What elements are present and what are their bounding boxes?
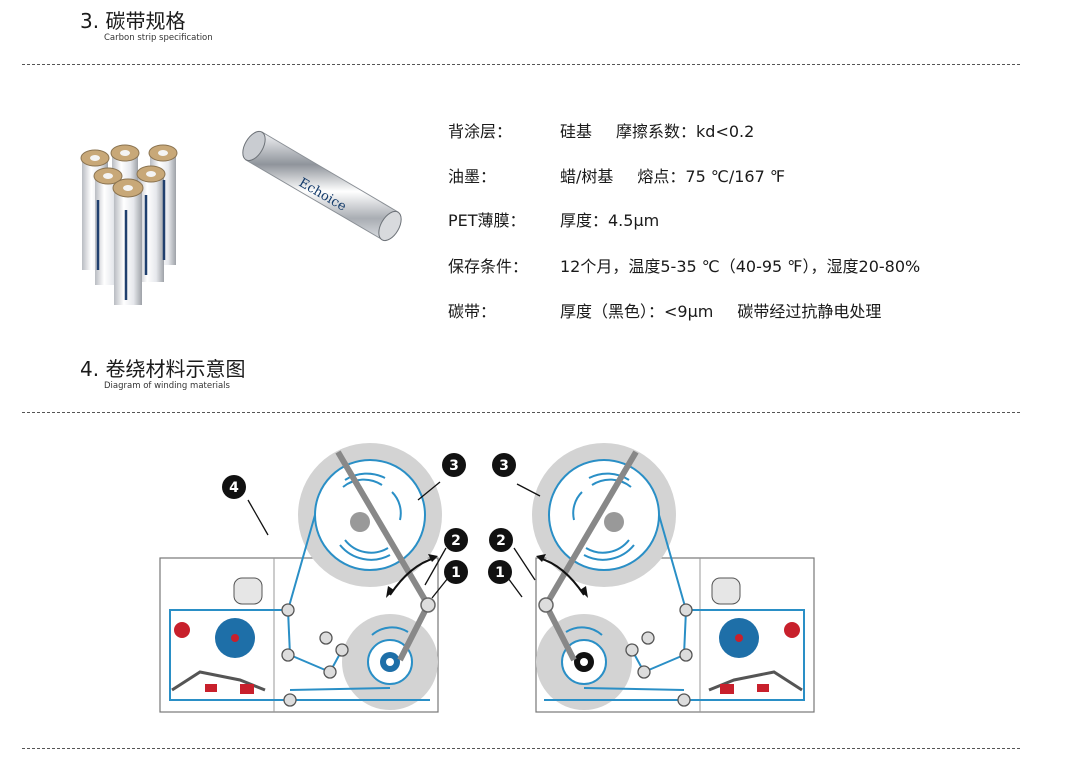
divider [22,64,1020,65]
spec-label: 背涂层： [448,122,513,141]
spec-label: 油墨： [448,167,497,186]
spec-value: 厚度（黑色）：<9μm [560,302,714,321]
section-4-subtitle: Diagram of winding materials [104,381,230,391]
svg-text:1: 1 [451,565,461,581]
section-4-header: 4. 卷绕材料示意图 Diagram of winding materials [80,358,245,391]
marker-1-left: 1 [444,560,468,584]
svg-text:1: 1 [495,565,505,581]
spec-extra: 熔点：75 ℃/167 ℉ [637,167,786,186]
section-3-subtitle: Carbon strip specification [104,33,213,43]
spec-value: 厚度：4.5μm [560,211,660,230]
marker-3-left: 3 [442,453,466,477]
divider [22,748,1020,749]
marker-4: 4 [222,475,246,499]
winding-diagram-left [159,443,442,713]
spec-label: 碳带： [448,302,497,321]
winding-diagram-right [532,443,815,713]
spec-label: 保存条件： [448,257,529,276]
divider [22,412,1020,413]
spec-value: 12个月，温度5-35 ℃（40-95 ℉），湿度20-80% [560,257,921,276]
spec-label: PET薄膜： [448,211,526,230]
marker-1-right: 1 [488,560,512,584]
svg-text:4: 4 [229,480,239,496]
svg-text:3: 3 [499,458,509,474]
spec-extra: 碳带经过抗静电处理 [737,302,882,321]
ribbon-roll-cluster [80,144,178,305]
marker-2-right: 2 [489,528,513,552]
spec-value: 硅基 [560,122,593,141]
marker-2-left: 2 [444,528,468,552]
spec-value: 蜡/树基 [560,167,614,186]
svg-text:3: 3 [449,458,459,474]
ribbon-product-image: Echoice [80,130,402,305]
section-3-header: 3. 碳带规格 Carbon strip specification [80,10,213,43]
svg-text:2: 2 [496,533,506,549]
section-3-title: 3. 碳带规格 [80,9,186,33]
spec-extra: 摩擦系数：kd<0.2 [616,122,755,141]
marker-3-right: 3 [492,453,516,477]
section-4-title: 4. 卷绕材料示意图 [80,357,246,381]
svg-text:2: 2 [451,533,461,549]
